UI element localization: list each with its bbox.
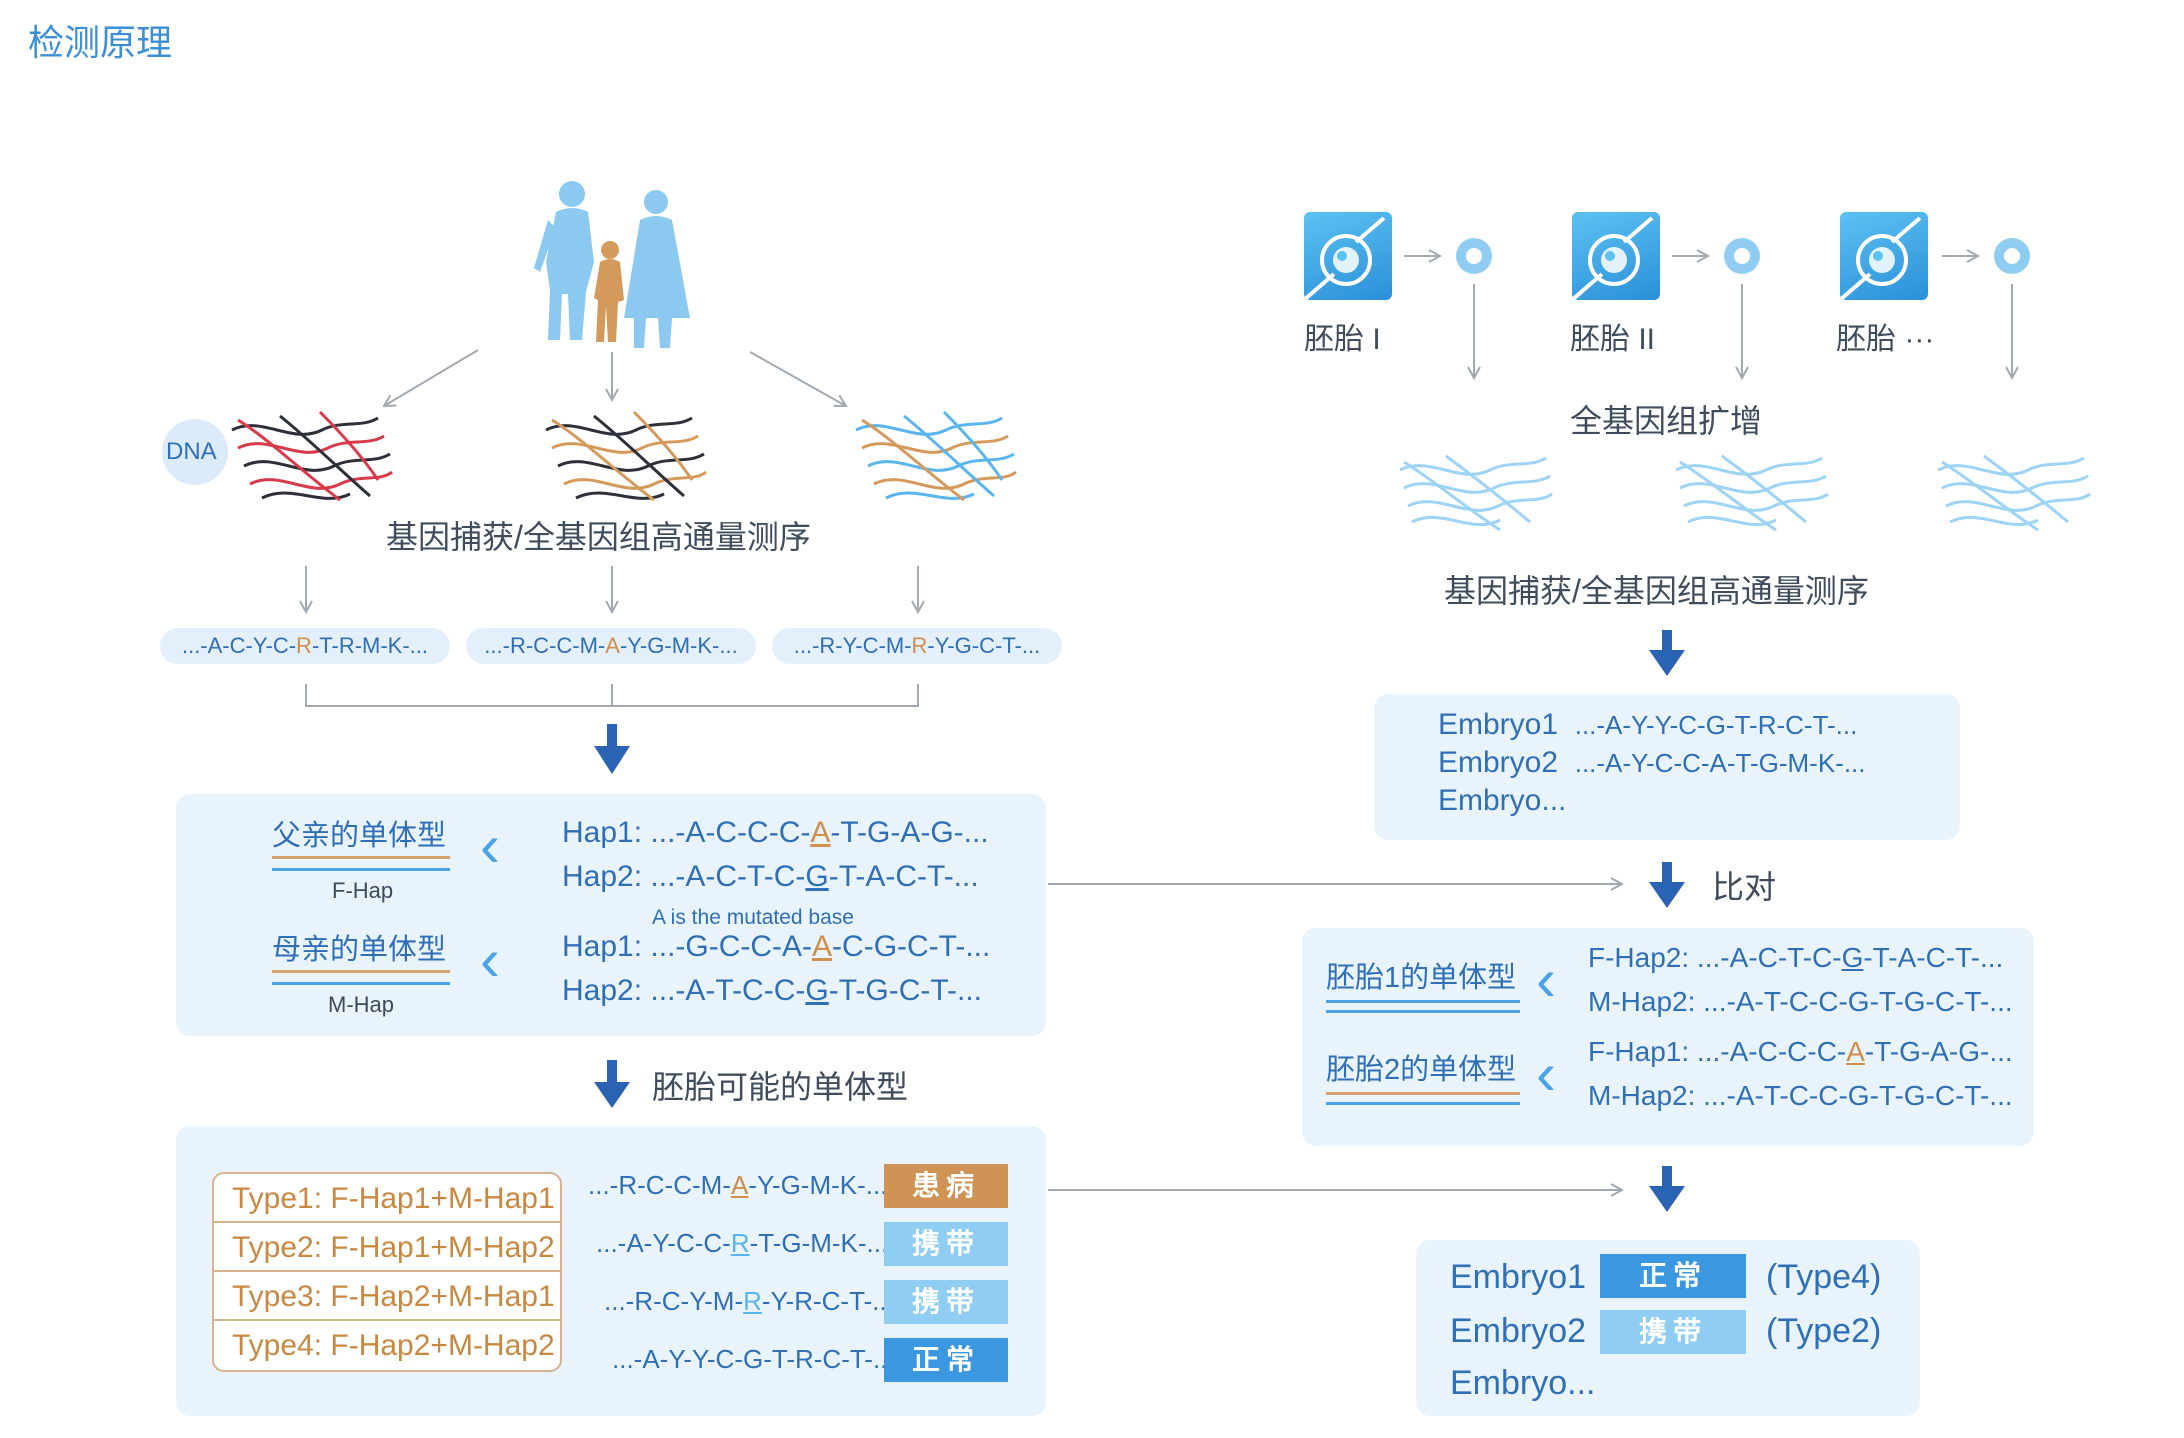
results-panel: Embryo1 正常 (Type4) Embryo2 携带 (Type2) Em… [1416, 1240, 1920, 1416]
parent-seq-pill: ...-A-C-Y-C-R-T-R-M-K-... [160, 628, 450, 664]
chevron-left-icon: ‹ [480, 926, 500, 993]
chevron-left-icon: ‹ [1536, 1040, 1556, 1107]
cell-icons [1456, 238, 2030, 274]
right-sequencing-label: 基因捕获/全基因组高通量测序 [1444, 573, 1869, 609]
left-sequencing-label: 基因捕获/全基因组高通量测序 [386, 519, 811, 555]
status-badge: 正常 [1600, 1254, 1746, 1298]
type-seq: ...-R-C-C-M-A-Y-G-M-K-... [588, 1170, 888, 1200]
chevron-left-icon: ‹ [1536, 946, 1556, 1013]
embryo-icon-2 [1572, 212, 1660, 300]
father-hap-sub: F-Hap [332, 878, 394, 903]
result-name: Embryo2 [1450, 1312, 1587, 1350]
status-badge: 携带 [1600, 1310, 1746, 1354]
embryo-icon-1 [1304, 212, 1392, 300]
embryo1-fhap: F-Hap2: ...-A-C-T-C-G-T-A-C-T-... [1588, 942, 2004, 973]
mother-hap-title: 母亲的单体型 [272, 934, 447, 966]
compare-label: 比对 [1712, 869, 1777, 905]
embryo2-line-orange [1326, 1092, 1520, 1095]
type-row: Type2: F-Hap1+M-Hap2 [214, 1223, 560, 1272]
father-hap-title: 父亲的单体型 [272, 820, 447, 852]
embryo1-hap-title: 胚胎1的单体型 [1326, 962, 1517, 994]
amplified-dna-icons [1399, 454, 2091, 532]
embryo2-line-blue [1326, 1102, 1520, 1105]
possible-haplotypes-label: 胚胎可能的单体型 [652, 1069, 909, 1105]
embryo-seq-row: Embryo1 ...-A-Y-Y-C-G-T-R-C-T-... [1438, 708, 1858, 741]
parent-seq-pill: ...-R-Y-C-M-R-Y-G-C-T-... [772, 628, 1062, 664]
father-hap1: Hap1: ...-A-C-C-C-A-T-G-A-G-... [562, 816, 989, 849]
dna-label: DNA [166, 438, 217, 465]
embryo-types-panel: Type1: F-Hap1+M-Hap1 Type2: F-Hap1+M-Hap… [176, 1126, 1046, 1416]
status-badge: 携带 [884, 1280, 1008, 1324]
status-badge: 携带 [884, 1222, 1008, 1266]
result-type: (Type4) [1766, 1258, 1882, 1296]
type-row: Type1: F-Hap1+M-Hap1 [214, 1174, 560, 1223]
embryo2-mhap: M-Hap2: ...-A-T-C-C-G-T-G-C-T-... [1588, 1080, 2013, 1111]
mother-hap1: Hap1: ...-G-C-C-A-A-C-G-C-T-... [562, 930, 991, 963]
father-hap2: Hap2: ...-A-C-T-C-G-T-A-C-T-... [562, 860, 979, 893]
mother-line-orange [272, 970, 450, 973]
mother-hap2: Hap2: ...-A-T-C-C-G-T-G-C-T-... [562, 974, 983, 1007]
embryo1-mhap: M-Hap2: ...-A-T-C-C-G-T-G-C-T-... [1588, 986, 2013, 1017]
dna-strands-mixed [231, 410, 393, 502]
embryo1-line-blue [1326, 1010, 1520, 1013]
embryo-icon-3 [1840, 212, 1928, 300]
chevron-left-icon: ‹ [480, 812, 500, 879]
embryo-seq-row: Embryo2 ...-A-Y-C-C-A-T-G-M-K-... [1438, 746, 1866, 779]
status-badge: 患病 [884, 1164, 1008, 1208]
type-seq: ...-A-Y-Y-C-G-T-R-C-T-... [612, 1344, 895, 1374]
page-title: 检测原理 [28, 22, 173, 63]
embryo-sequences-panel: Embryo1 ...-A-Y-Y-C-G-T-R-C-T-... Embryo… [1374, 694, 1960, 840]
father-line-blue [272, 868, 450, 871]
status-badge: 正常 [884, 1338, 1008, 1382]
father-line-orange [272, 856, 450, 859]
result-type: (Type2) [1766, 1312, 1882, 1350]
type-row: Type3: F-Hap2+M-Hap1 [214, 1272, 560, 1321]
embryo-haplotype-panel: 胚胎1的单体型 ‹ F-Hap2: ...-A-C-T-C-G-T-A-C-T-… [1302, 928, 2034, 1146]
dna-strands-father [545, 410, 707, 502]
type-row: Type4: F-Hap2+M-Hap2 [232, 1329, 555, 1362]
parent-haplotype-panel: 父亲的单体型 F-Hap ‹ 母亲的单体型 M-Hap ‹ Hap1: ...-… [176, 794, 1046, 1036]
family-icon [534, 181, 690, 348]
amplify-label: 全基因组扩增 [1570, 403, 1763, 439]
type-seq: ...-R-C-Y-M-R-Y-R-C-T-... [604, 1286, 894, 1316]
parent-seq-pill: ...-R-C-C-M-A-Y-G-M-K-... [466, 628, 756, 664]
embryo-label-3: 胚胎 ··· [1836, 323, 1935, 356]
embryo-seq-row: Embryo... [1438, 784, 1567, 817]
result-name: Embryo1 [1450, 1258, 1587, 1296]
embryo-label-2: 胚胎 II [1570, 323, 1656, 356]
embryo1-line-blue [1326, 1000, 1520, 1003]
mother-hap-sub: M-Hap [328, 992, 395, 1017]
blue-arrows [594, 630, 1685, 1212]
type-seq: ...-A-Y-C-C-R-T-G-M-K-... [596, 1228, 889, 1258]
embryo2-fhap: F-Hap1: ...-A-C-C-C-A-T-G-A-G-... [1588, 1036, 2013, 1067]
embryo-label-1: 胚胎 I [1304, 323, 1381, 356]
types-box: Type1: F-Hap1+M-Hap1 Type2: F-Hap1+M-Hap… [212, 1172, 562, 1372]
embryo2-hap-title: 胚胎2的单体型 [1326, 1054, 1517, 1086]
result-name: Embryo... [1450, 1364, 1596, 1402]
dna-strands-mother [855, 410, 1017, 502]
mother-line-blue [272, 982, 450, 985]
mutated-base-note: A is the mutated base [652, 906, 854, 929]
